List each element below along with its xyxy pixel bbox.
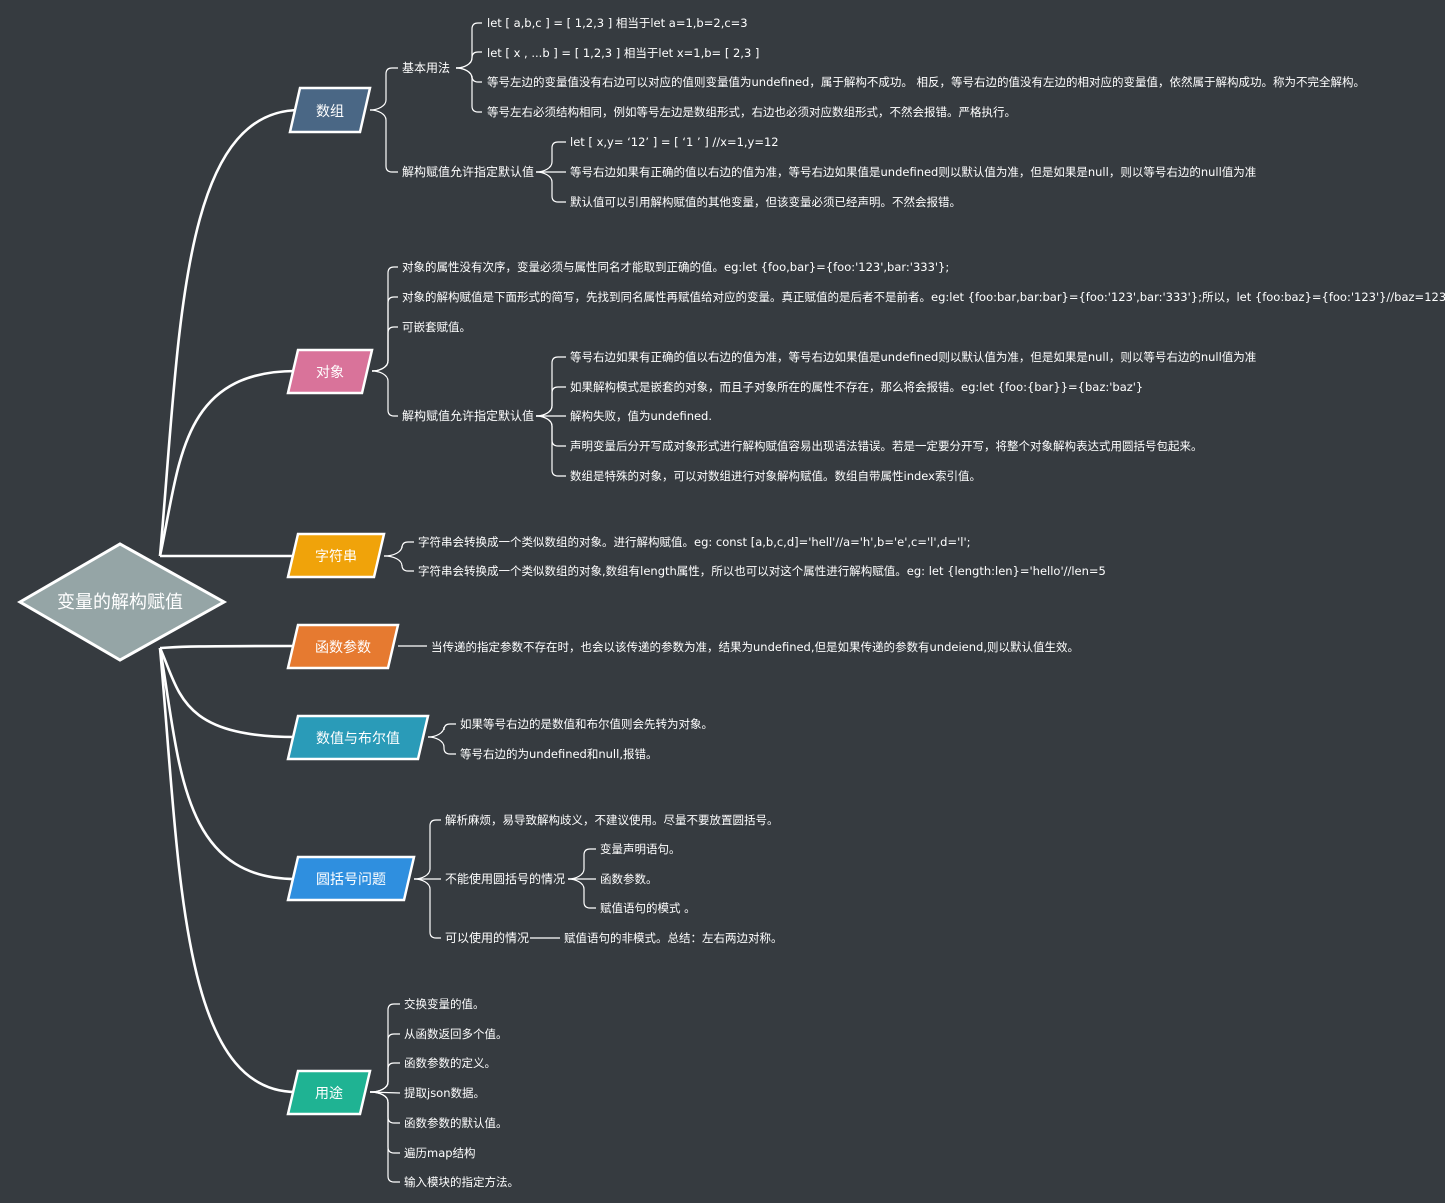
leaf-connector bbox=[535, 141, 566, 173]
branch-string[interactable]: 字符串 bbox=[286, 532, 386, 579]
branch-connector bbox=[158, 647, 297, 1094]
leaf-connector bbox=[535, 386, 566, 417]
branch-connector bbox=[159, 644, 297, 650]
leaf-item: 等号左边的变量值没有右边可以对应的值则变量值为undefined，属于解构不成功… bbox=[487, 75, 1365, 89]
root-label: 变量的解构赋值 bbox=[57, 592, 183, 613]
leaf-item: 函数参数。 bbox=[600, 872, 658, 886]
leaf-connector bbox=[413, 819, 441, 880]
branch-label-function-params: 函数参数 bbox=[315, 639, 371, 656]
leaf-item: 等号右边如果有正确的值以右边的值为准，等号右边如果值是undefined则以默认… bbox=[570, 350, 1256, 364]
leaf-item: 赋值语句的非模式。总结：左右两边对称。 bbox=[564, 931, 783, 945]
leaf-connector bbox=[369, 1091, 400, 1183]
branch-number-boolean[interactable]: 数值与布尔值 bbox=[286, 714, 430, 761]
leaf-item: 函数参数的默认值。 bbox=[404, 1116, 508, 1130]
group-label-default-value: 解构赋值允许指定默认值 bbox=[402, 408, 534, 423]
leaf-item: 可嵌套赋值。 bbox=[402, 320, 471, 334]
branch-parentheses[interactable]: 圆括号问题 bbox=[286, 855, 416, 902]
leaf-item: 对象的解构赋值是下面形式的简写，先找到同名属性再赋值给对应的变量。真正赋值的是后… bbox=[402, 290, 1445, 304]
leaf-connector bbox=[455, 67, 482, 113]
leaf-item: 等号右边的为undefined和null,报错。 bbox=[460, 747, 657, 761]
leaf-connector bbox=[371, 326, 398, 372]
leaf-connector bbox=[383, 555, 414, 572]
leaf-item: let [ x,y= ‘12’ ] = [ ‘1 ’ ] //x=1,y=12 bbox=[570, 135, 779, 149]
group-label-cannot-use: 不能使用圆括号的情况 bbox=[445, 871, 565, 886]
leaf-connector bbox=[427, 723, 456, 738]
branch-label-number-boolean: 数值与布尔值 bbox=[316, 731, 400, 747]
leaf-connector bbox=[535, 415, 566, 447]
branch-label-string: 字符串 bbox=[315, 549, 357, 565]
branch-connector bbox=[158, 369, 297, 557]
group-label-basic-usage: 基本用法 bbox=[402, 61, 450, 75]
leaf-item: 解析麻烦，易导致解构歧义，不建议使用。尽量不要放置圆括号。 bbox=[445, 813, 779, 827]
branch-label-array: 数组 bbox=[316, 104, 344, 120]
leaf-connector bbox=[413, 878, 441, 939]
leaf-connector bbox=[383, 541, 414, 557]
leaf-item: let [ a,b,c ] = [ 1,2,3 ] 相当于let a=1,b=2… bbox=[487, 16, 748, 30]
group-label-default-value: 解构赋值允许指定默认值 bbox=[402, 164, 534, 179]
leaf-item: 字符串会转换成一个类似数组的对象。进行解构赋值。eg: const [a,b,c… bbox=[418, 535, 970, 549]
leaf-connector bbox=[427, 736, 456, 755]
branch-connector bbox=[158, 647, 297, 881]
branch-label-object: 对象 bbox=[316, 365, 344, 381]
leaf-connector bbox=[369, 1062, 400, 1093]
leaf-item: 提取json数据。 bbox=[404, 1086, 485, 1100]
leaf-connector bbox=[455, 51, 482, 69]
leaf-item: 字符串会转换成一个类似数组的对象,数组有length属性，所以也可以对这个属性进… bbox=[418, 564, 1106, 578]
leaf-item: 变量声明语句。 bbox=[600, 842, 681, 856]
leaf-item: 数组是特殊的对象，可以对数组进行对象解构赋值。数组自带属性index索引值。 bbox=[570, 469, 981, 483]
leaf-item: 函数参数的定义。 bbox=[404, 1056, 496, 1070]
leaf-connector bbox=[369, 67, 398, 111]
leaf-connector bbox=[371, 296, 398, 372]
leaf-connector bbox=[371, 266, 398, 372]
leaf-item: 输入模块的指定方法。 bbox=[404, 1175, 519, 1189]
leaf-item: let [ x , ...b ] = [ 1,2,3 ] 相当于let x=1,… bbox=[487, 46, 759, 60]
leaf-item: 如果等号右边的是数值和布尔值则会先转为对象。 bbox=[460, 717, 713, 731]
leaf-item: 遍历map结构 bbox=[404, 1146, 476, 1160]
branch-label-usage: 用途 bbox=[315, 1085, 343, 1102]
leaf-item: 当传递的指定参数不存在时，也会以该传递的参数为准，结果为undefined,但是… bbox=[431, 640, 1079, 654]
leaf-item: 默认值可以引用解构赋值的其他变量，但该变量必须已经声明。不然会报错。 bbox=[570, 195, 961, 209]
leaf-item: 声明变量后分开写成对象形式进行解构赋值容易出现语法错误。若是一定要分开写，将整个… bbox=[570, 439, 1203, 453]
leaf-item: 解构失败，值为undefined. bbox=[570, 409, 712, 423]
root-node[interactable]: 变量的解构赋值 bbox=[17, 542, 228, 662]
leaf-item: 赋值语句的模式 。 bbox=[600, 901, 696, 915]
leaf-item: 交换变量的值。 bbox=[404, 997, 485, 1011]
branch-connector bbox=[158, 647, 297, 739]
branch-label-parentheses: 圆括号问题 bbox=[316, 872, 386, 888]
branch-object[interactable]: 对象 bbox=[286, 348, 374, 395]
leaf-item: 从函数返回多个值。 bbox=[404, 1027, 508, 1041]
leaf-connector bbox=[567, 878, 596, 909]
leaf-item: 对象的属性没有次序，变量必须与属性同名才能取到正确的值。eg:let {foo,… bbox=[402, 260, 949, 274]
leaf-connector bbox=[369, 1003, 400, 1093]
leaf-connector bbox=[455, 67, 482, 83]
leaf-item: 等号右边如果有正确的值以右边的值为准，等号右边如果值是undefined则以默认… bbox=[570, 165, 1256, 179]
leaf-connector bbox=[371, 370, 398, 417]
leaf-item: 如果解构模式是嵌套的对象，而且子对象所在的属性不存在，那么将会报错。eg:let… bbox=[570, 380, 1143, 394]
branch-connector bbox=[158, 108, 301, 557]
leaf-connector bbox=[369, 109, 398, 173]
leaf-connector bbox=[567, 848, 596, 880]
leaf-connector bbox=[535, 171, 566, 203]
group-label-can-use: 可以使用的情况 bbox=[445, 930, 529, 945]
leaf-item: 等号左右必须结构相同，例如等号左边是数组形式，右边也必须对应数组形式，不然会报错… bbox=[487, 105, 1016, 119]
branch-array[interactable]: 数组 bbox=[288, 86, 372, 134]
branch-function-params[interactable]: 函数参数 bbox=[286, 623, 400, 670]
leaf-connector bbox=[455, 22, 482, 69]
branch-usage[interactable]: 用途 bbox=[286, 1069, 372, 1116]
leaf-connector bbox=[535, 415, 566, 477]
